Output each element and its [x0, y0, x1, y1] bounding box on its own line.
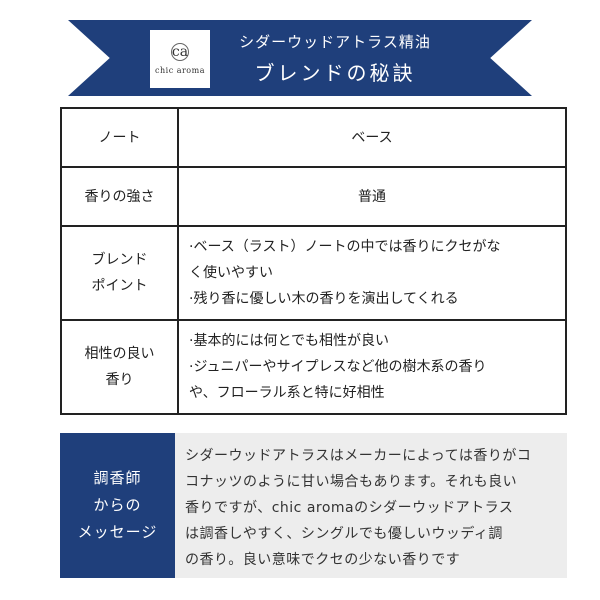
- table-row: ノート ベース: [60, 107, 567, 168]
- message-label-line: 調香師: [93, 469, 142, 487]
- brand-logo: ca chic aroma: [150, 30, 210, 88]
- message-line: コナッツのように甘い場合もあります。それも良い: [185, 474, 518, 490]
- message-label-line: からの: [93, 496, 142, 514]
- message-line: の香り。良い意味でクセの少ない香りです: [185, 552, 461, 568]
- label-line: 香りの強さ: [84, 188, 155, 205]
- label-line: ブレンド: [91, 252, 148, 268]
- value-line: 普通: [358, 188, 386, 205]
- page-title: シダーウッドアトラス精油: [239, 33, 431, 51]
- row-label: ブレンド ポイント: [60, 225, 179, 321]
- logo-text: chic aroma: [155, 66, 205, 75]
- value-line: ·ジュニパーやサイプレスなど他の樹木系の香り: [189, 359, 487, 375]
- row-value: ベース: [177, 107, 567, 168]
- row-value: ·基本的には何とでも相性が良い ·ジュニパーやサイプレスなど他の樹木系の香り や…: [177, 319, 567, 415]
- label-line: 香り: [105, 372, 134, 388]
- row-label: ノート: [60, 107, 179, 168]
- value-line: ·基本的には何とでも相性が良い: [189, 333, 390, 349]
- value-line: く使いやすい: [189, 265, 273, 281]
- label-line: 相性の良い: [84, 346, 155, 362]
- table-row: 香りの強さ 普通: [60, 166, 567, 227]
- page-subtitle: ブレンドの秘訣: [254, 61, 416, 85]
- label-line: ノート: [98, 129, 141, 146]
- logo-mark: ca: [171, 43, 189, 61]
- message-label-panel: 調香師 からの メッセージ: [60, 433, 175, 578]
- message-line: シダーウッドアトラスはメーカーによっては香りがコ: [185, 448, 532, 464]
- table-row: ブレンド ポイント ·ベース（ラスト）ノートの中では香りにクセがな く使いやすい…: [60, 225, 567, 321]
- table-row: 相性の良い 香り ·基本的には何とでも相性が良い ·ジュニパーやサイプレスなど他…: [60, 319, 567, 415]
- header-ribbon: [68, 20, 532, 96]
- label-line: ポイント: [91, 278, 148, 294]
- message-text-panel: シダーウッドアトラスはメーカーによっては香りがコ コナッツのように甘い場合もあり…: [175, 433, 567, 578]
- row-value: ·ベース（ラスト）ノートの中では香りにクセがな く使いやすい ·残り香に優しい木…: [177, 225, 567, 321]
- value-line: ベース: [351, 129, 393, 146]
- row-label: 香りの強さ: [60, 166, 179, 227]
- row-label: 相性の良い 香り: [60, 319, 179, 415]
- message-line: は調香しやすく、シングルでも優しいウッディ調: [185, 526, 503, 542]
- info-table: ノート ベース 香りの強さ 普通 ブレンド ポイント ·ベース（ラスト）ノートの…: [60, 107, 567, 415]
- row-value: 普通: [177, 166, 567, 227]
- value-line: や、フローラル系と特に好相性: [189, 385, 385, 401]
- message-line: 香りですが、chic aromaのシダーウッドアトラス: [185, 500, 514, 516]
- value-line: ·残り香に優しい木の香りを演出してくれる: [189, 291, 459, 307]
- value-line: ·ベース（ラスト）ノートの中では香りにクセがな: [189, 239, 501, 255]
- message-label-line: メッセージ: [77, 523, 158, 541]
